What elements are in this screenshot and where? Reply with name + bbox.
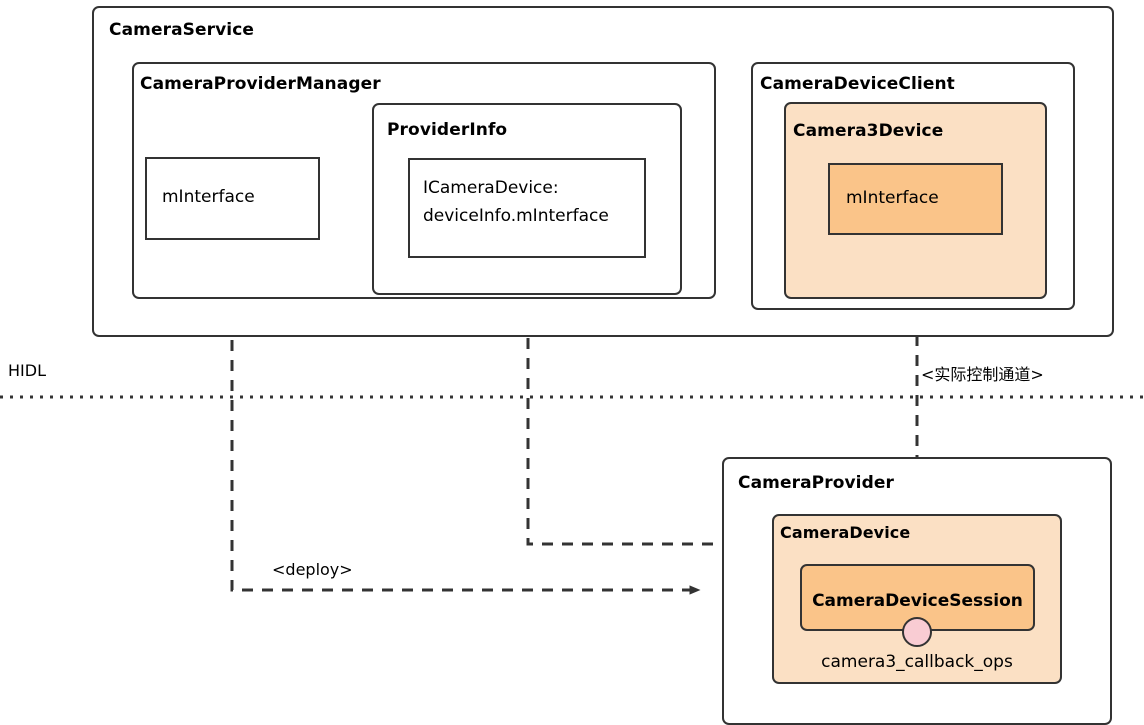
camera-device-client-title: CameraDeviceClient	[760, 74, 955, 94]
camera3-device-title: Camera3Device	[793, 121, 944, 141]
camera-device-title: CameraDevice	[780, 523, 911, 542]
icameradevice-label-line2: deviceInfo.mInterface	[423, 206, 609, 226]
camera3-device-box[interactable]	[784, 102, 1047, 299]
hidl-label: HIDL	[8, 361, 46, 380]
camera-provider-title: CameraProvider	[738, 473, 894, 493]
diagram-canvas: CameraService CameraProviderManager mInt…	[0, 6, 1144, 725]
control-channel-label: <实际控制通道>	[921, 365, 1044, 384]
provider-info-title: ProviderInfo	[387, 120, 508, 140]
socket-circle-icon	[902, 617, 932, 647]
camera-provider-manager-title: CameraProviderManager	[140, 74, 381, 94]
deploy-label: <deploy>	[272, 560, 353, 579]
icameradevice-label-line1: ICameraDevice:	[423, 178, 559, 198]
camera3-device-minterface-box[interactable]	[828, 163, 1003, 235]
camera-service-title: CameraService	[109, 20, 255, 40]
camera3-device-minterface-label: mInterface	[846, 188, 939, 208]
minterface-box[interactable]	[145, 157, 320, 240]
camera-device-session-title: CameraDeviceSession	[812, 591, 1023, 611]
minterface-label: mInterface	[162, 187, 255, 207]
camera3-callback-ops-label: camera3_callback_ops	[821, 652, 1013, 672]
icameradevice-box[interactable]	[408, 158, 646, 258]
